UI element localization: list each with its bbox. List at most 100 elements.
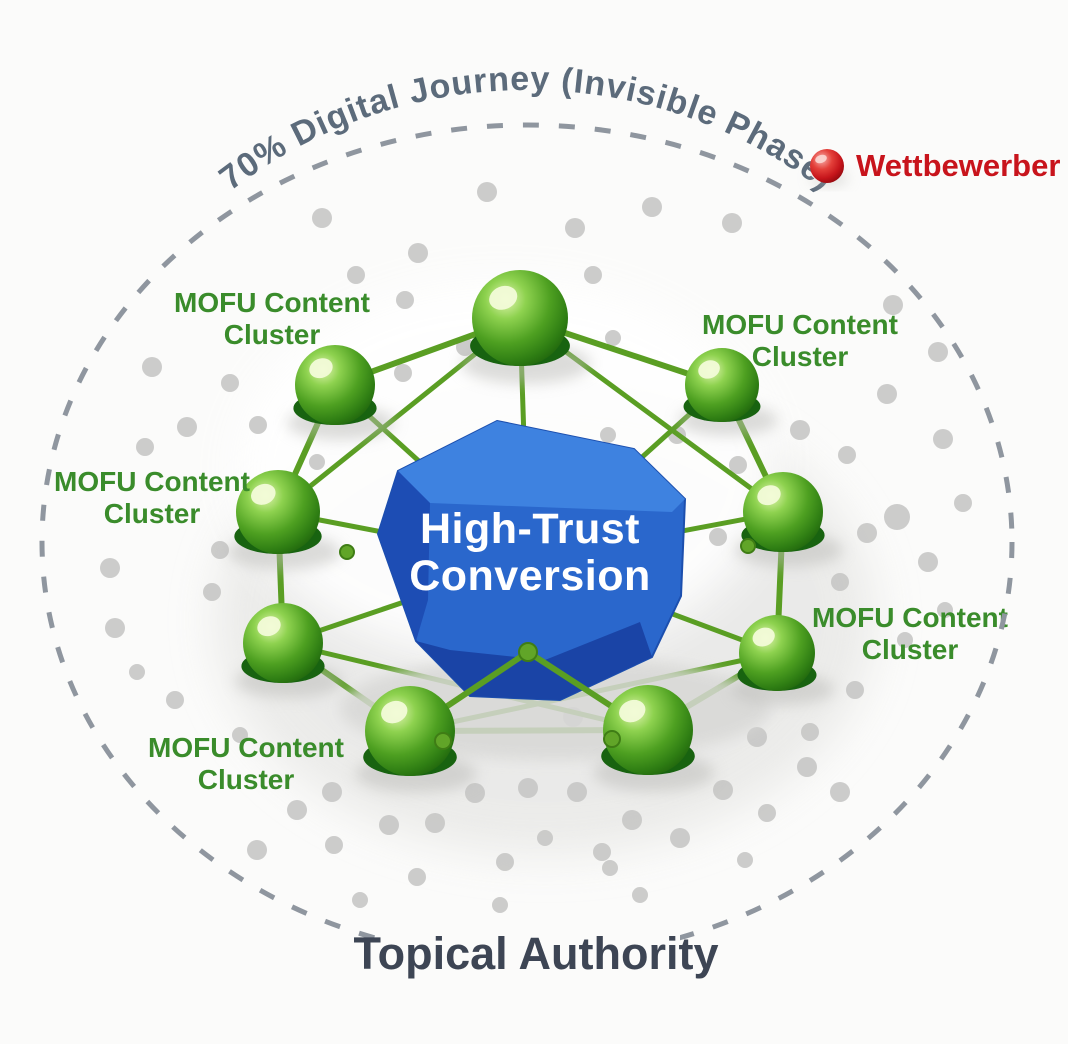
content-node: [731, 615, 835, 706]
connector-knob: [339, 544, 355, 560]
node-sphere: [743, 472, 823, 552]
cluster-label-line2: Cluster: [224, 319, 321, 350]
connector-knob: [434, 732, 452, 750]
node-highlight: [757, 485, 781, 506]
connector-knobs: [339, 538, 756, 750]
gem-left-facet: [378, 471, 430, 641]
background-dot: [496, 853, 514, 871]
background-dot: [396, 291, 414, 309]
background-dot: [937, 602, 953, 618]
gem-top-facet: [398, 421, 685, 512]
background-dot: [408, 868, 426, 886]
background-dot: [518, 778, 538, 798]
node-sphere: [295, 345, 375, 425]
connector-knob: [518, 642, 538, 662]
background-dot: [713, 780, 733, 800]
background-dot: [537, 830, 553, 846]
background-dot: [642, 197, 662, 217]
boundary-dashed-circle: [39, 122, 1015, 962]
background-dot: [347, 266, 365, 284]
node-sphere: [685, 348, 759, 422]
competitor-label: Wettbewerber: [856, 148, 1060, 183]
background-dot: [309, 454, 325, 470]
background-dot: [830, 782, 850, 802]
cluster-label-line2: Cluster: [198, 764, 295, 795]
background-dot: [492, 897, 508, 913]
background-dot: [918, 552, 938, 572]
gem-bottom-facet: [416, 622, 652, 700]
background-dot: [425, 813, 445, 833]
background-dot: [737, 852, 753, 868]
arc-title: 70% Digital Journey (Invisible Phase): [212, 60, 841, 198]
background-dot: [142, 357, 162, 377]
content-node: [461, 270, 591, 384]
background-dot: [105, 618, 125, 638]
background-dot: [729, 456, 747, 474]
cluster-label-line1: MOFU Content: [702, 309, 898, 340]
node-highlight: [381, 700, 408, 724]
background-dot: [584, 266, 602, 284]
background-dot: [211, 541, 229, 559]
background-dot: [857, 523, 877, 543]
background-dot: [600, 427, 616, 443]
connector-knob: [740, 538, 756, 554]
background-dot: [883, 295, 903, 315]
cluster-label-line1: MOFU Content: [174, 287, 370, 318]
background-dot: [232, 727, 248, 743]
node-sphere: [243, 603, 323, 683]
background-dot: [593, 843, 611, 861]
background-dot: [352, 892, 368, 908]
background-dot: [379, 815, 399, 835]
competitor-dot-icon: [810, 149, 844, 183]
background-dot: [747, 727, 767, 747]
background-dot: [884, 504, 910, 530]
bottom-label-mask: [393, 922, 680, 982]
node-sphere: [739, 615, 815, 691]
background-dot: [567, 782, 587, 802]
cluster-label-line2: Cluster: [862, 634, 959, 665]
background-dot: [249, 416, 267, 434]
background-dot: [605, 330, 621, 346]
background-dot: [801, 723, 819, 741]
background-dot: [221, 374, 239, 392]
background-dot: [322, 782, 342, 802]
background-dot: [622, 810, 642, 830]
background-dot: [722, 213, 742, 233]
content-node: [227, 470, 341, 570]
cluster-label-line2: Cluster: [752, 341, 849, 372]
background-dot: [136, 438, 154, 456]
cluster-label-line1: MOFU Content: [812, 602, 1008, 633]
cluster-label-line1: MOFU Content: [148, 732, 344, 763]
background-dot: [477, 182, 497, 202]
background-dot: [602, 860, 618, 876]
content-node: [355, 686, 477, 793]
cluster-label-line2: Cluster: [104, 498, 201, 529]
background-dot: [100, 558, 120, 578]
content-nodes: [227, 270, 843, 793]
node-highlight: [752, 627, 775, 647]
node-highlight: [489, 285, 518, 310]
node-highlight: [251, 483, 276, 505]
content-node: [735, 472, 843, 567]
content-node: [593, 685, 715, 792]
background-dot: [954, 494, 972, 512]
background-dot: [790, 420, 810, 440]
node-sphere: [365, 686, 455, 776]
background-dot: [877, 384, 897, 404]
node-highlight: [698, 360, 720, 379]
gem-title-line2: Conversion: [409, 552, 651, 600]
background-dot: [897, 632, 913, 648]
background-dot: [166, 691, 184, 709]
background-dot: [465, 783, 485, 803]
background-dot: [325, 836, 343, 854]
content-node: [235, 603, 343, 698]
node-highlight: [619, 699, 646, 723]
background-dot: [203, 583, 221, 601]
background-dot: [247, 840, 267, 860]
